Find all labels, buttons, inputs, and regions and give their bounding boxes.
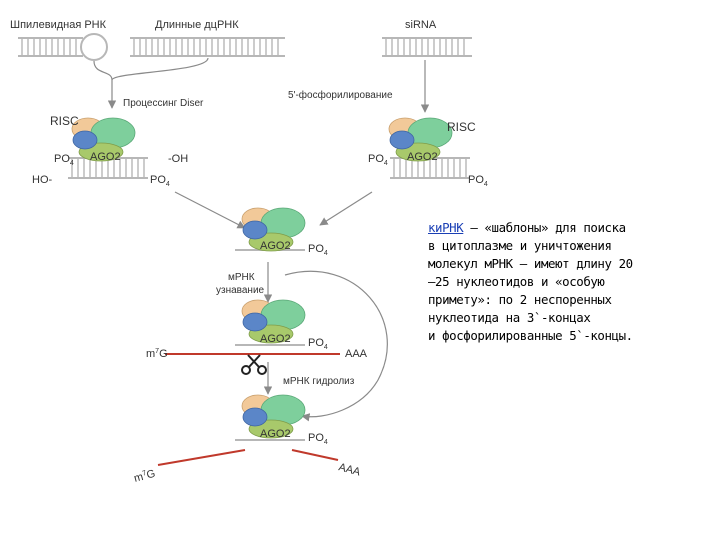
risc-label-right: RISC bbox=[447, 120, 476, 134]
bound-risc-complex: AGO2 bbox=[165, 299, 340, 355]
hairpin-rna-label: Шпилевидная РНК bbox=[10, 19, 107, 31]
mrna-recognition-label: узнавание bbox=[216, 285, 265, 296]
ago2-label: AGO2 bbox=[407, 151, 438, 163]
risc-complex-right: AGO2 bbox=[388, 117, 471, 179]
scissors-icon bbox=[241, 354, 267, 375]
sirna-term-link[interactable]: киРНК bbox=[428, 220, 464, 235]
description-line: и фосфорилированные 5`-концы. bbox=[428, 328, 633, 343]
recycle-arrow bbox=[284, 270, 388, 422]
phosphorylation-label: 5'-фосфорилирование bbox=[288, 89, 393, 101]
active-risc-complex: AGO2 bbox=[235, 207, 306, 252]
risc-label-left: RISC bbox=[50, 114, 79, 128]
po4-label: PO4 bbox=[308, 243, 328, 257]
po4-label: PO4 bbox=[468, 174, 488, 188]
long-dsrna-label: Длинные дцРНК bbox=[155, 19, 239, 31]
sirna-icon bbox=[382, 37, 472, 57]
aaa-label: AAA bbox=[337, 461, 362, 478]
ago2-label: AGO2 bbox=[260, 333, 291, 345]
po4-label: PO4 bbox=[308, 432, 328, 446]
po4-label: PO4 bbox=[308, 337, 328, 351]
dicer-processing-label: Процессинг Diser bbox=[123, 98, 204, 109]
description-line: киРНК — «шаблоны» для поиска bbox=[428, 220, 626, 235]
final-risc-complex: AGO2 bbox=[235, 394, 306, 441]
description-line: примету»: по 2 неспоренных bbox=[428, 292, 612, 307]
hairpin-rna-icon bbox=[18, 33, 108, 61]
ago2-label: AGO2 bbox=[260, 240, 291, 252]
converge-arrow-right bbox=[319, 191, 373, 226]
po4-label: PO4 bbox=[54, 153, 74, 167]
ago2-label: AGO2 bbox=[260, 428, 291, 440]
description-line: в цитоплазме и уничтожения bbox=[428, 238, 612, 253]
dicer-arrow bbox=[93, 57, 209, 109]
ago2-label: AGO2 bbox=[90, 151, 121, 163]
description-text: киРНК — «шаблоны» для поиска в цитоплазм… bbox=[428, 219, 720, 345]
mrna-hydrolysis-label: мРНК гидролиз bbox=[283, 376, 355, 387]
mrna-fragment-left bbox=[157, 449, 246, 466]
aaa-label: AAA bbox=[345, 348, 368, 360]
po4-label: PO4 bbox=[150, 174, 170, 188]
long-dsrna-icon bbox=[130, 37, 285, 57]
ho-label: HO- bbox=[32, 174, 53, 186]
description-line: нуклеотида на 3`-концах bbox=[428, 310, 591, 325]
mrna-fragment-right bbox=[291, 449, 339, 461]
mrna-recognition-label: мРНК bbox=[228, 272, 255, 283]
oh-label: -OH bbox=[168, 153, 188, 165]
sirna-label: siRNA bbox=[405, 19, 437, 31]
converge-arrow-left bbox=[174, 191, 246, 229]
description-line: молекул мРНК — имеют длину 20 bbox=[428, 256, 633, 271]
m7g-label: m7G bbox=[146, 348, 168, 360]
po4-label: PO4 bbox=[368, 153, 388, 167]
m7g-label: m7G bbox=[133, 468, 157, 485]
risc-complex-left: AGO2 bbox=[67, 117, 149, 179]
description-line: –25 нуклеотидов и «особую bbox=[428, 274, 605, 289]
